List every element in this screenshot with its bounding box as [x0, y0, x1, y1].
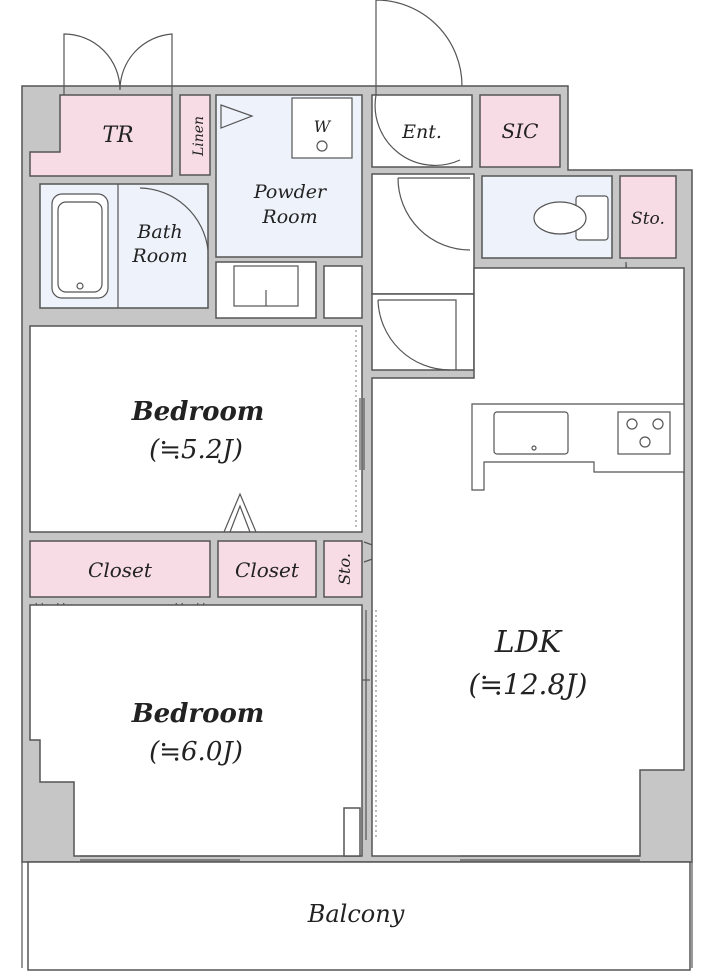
bedroom-upper-name: Bedroom: [131, 397, 265, 427]
closet-right-label: Closet: [235, 558, 300, 582]
bath-room: [39, 183, 209, 309]
bath-room-label-2: Room: [131, 245, 187, 267]
toilet-bowl-icon: [533, 201, 587, 235]
storage-mid-label: Sto.: [335, 553, 354, 585]
closet-left-label: Closet: [88, 558, 153, 582]
washer-label: W: [314, 117, 332, 136]
bedroom-upper-size: (≒5.2J): [149, 435, 243, 465]
powder-room-label-1: Powder: [253, 181, 328, 203]
kitchen-sink-icon: [493, 411, 569, 455]
entrance: [371, 0, 473, 168]
storage-top-label: Sto.: [631, 209, 665, 229]
powder-room-label-2: Room: [261, 206, 317, 228]
door-swing-icon: [223, 492, 257, 533]
washer-icon: [291, 97, 353, 159]
toilet-room: [481, 175, 613, 259]
powder-room: [215, 94, 363, 258]
closet-row: [29, 540, 394, 642]
shoe-in-closet: [479, 94, 561, 168]
balcony-label: Balcony: [307, 900, 405, 928]
powder-room-sink: [215, 261, 363, 319]
towel-rack-icon: [220, 104, 254, 129]
bedroom-lower-size: (≒6.0J): [149, 737, 243, 767]
balcony-area: [21, 861, 693, 971]
bedroom-lower-name: Bedroom: [131, 699, 265, 729]
linen-closet: [179, 94, 211, 176]
kitchen-counter: [471, 403, 685, 491]
ldk-name: LDK: [494, 625, 563, 660]
entrance-label: Ent.: [401, 121, 442, 143]
stove-icon: [617, 411, 671, 455]
linen-label: Linen: [191, 116, 207, 157]
ldk-size: (≒12.8J): [469, 668, 588, 701]
bathtub-icon: [51, 193, 109, 299]
sic-label: SIC: [502, 119, 539, 143]
tr-label: TR: [102, 123, 133, 148]
bedroom-upper: [29, 325, 365, 533]
tr-double-door: [63, 33, 173, 95]
bedroom-lower: [29, 604, 370, 861]
hallway: [371, 173, 475, 371]
bath-room-label-1: Bath: [136, 221, 182, 243]
